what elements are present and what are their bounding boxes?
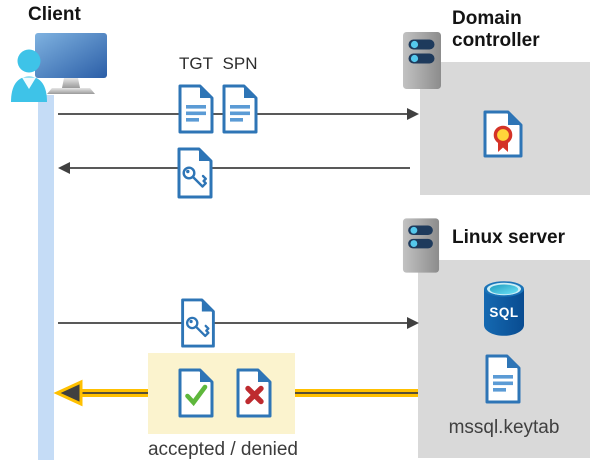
spn-document-icon (221, 84, 259, 134)
tgt-document-icon (177, 84, 215, 134)
keytab-filename-label: mssql.keytab (448, 417, 560, 438)
linux-server-title: Linux server (452, 227, 565, 248)
domain-controller-title: Domain controller (452, 8, 540, 51)
tgt-label: TGT (179, 54, 213, 73)
keytab-document-icon (482, 354, 524, 404)
certificate-document-icon (482, 110, 524, 158)
client-lifeline (38, 95, 54, 460)
check-document-icon (177, 368, 215, 418)
key-document-icon (179, 298, 217, 348)
domain-controller-server-icon (402, 31, 442, 90)
spn-label: SPN (222, 54, 258, 73)
service-ticket-return-arrow (58, 162, 410, 174)
key-document-icon (176, 147, 214, 199)
person-at-computer-icon (10, 30, 110, 102)
x-document-icon (235, 368, 273, 418)
sql-database-icon: SQL (482, 279, 526, 336)
accepted-denied-label: accepted / denied (147, 439, 298, 460)
sql-label: SQL (489, 305, 518, 320)
linux-server-icon (402, 217, 440, 274)
client-title: Client (28, 4, 81, 25)
ticket-to-linux-arrow (58, 317, 419, 329)
